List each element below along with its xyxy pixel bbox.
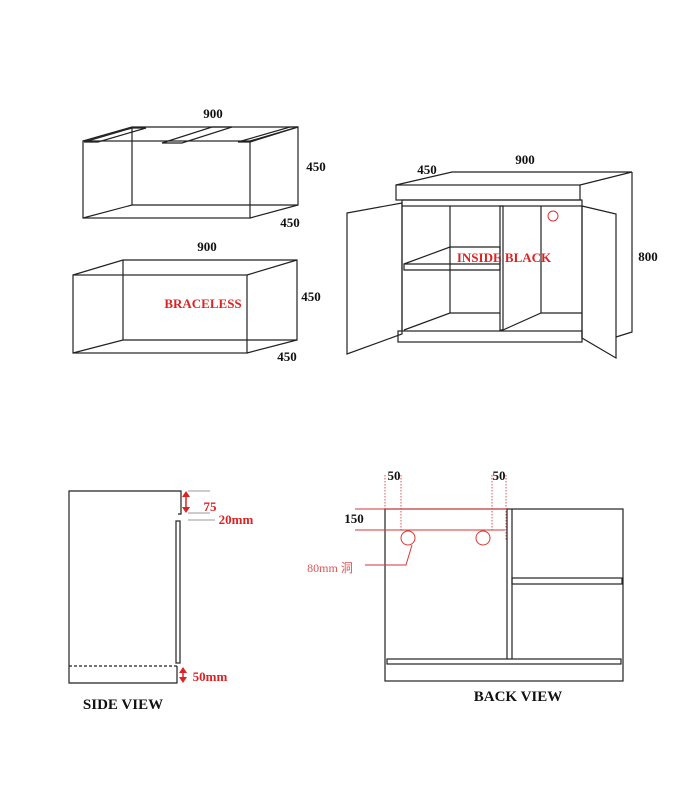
cabinet-depth-label: 450 <box>417 162 437 177</box>
braceless-depth-label: 450 <box>277 349 297 364</box>
inside-black-label: INSIDE BLACK <box>457 250 552 265</box>
braced-width-label: 900 <box>203 106 223 121</box>
cabinet-width-label: 900 <box>515 152 535 167</box>
back-dim-150: 150 <box>344 511 364 526</box>
back-view-title: BACK VIEW <box>474 689 563 705</box>
side-dim-75: 75 <box>204 499 218 514</box>
cabinet-drawing <box>346 171 633 360</box>
back-view-drawing <box>355 475 624 682</box>
side-view-drawing <box>68 490 215 684</box>
braceless-height-label: 450 <box>301 289 321 304</box>
hole-size-label: 80mm 洞 <box>307 561 353 575</box>
braced-height-label: 450 <box>306 159 326 174</box>
braced-tank-drawing <box>82 126 299 219</box>
side-dim-20mm: 20mm <box>219 512 254 527</box>
side-dim-50mm: 50mm <box>193 669 228 684</box>
back-dim-50-right: 50 <box>493 468 506 483</box>
cabinet-height-label: 800 <box>638 249 658 264</box>
braceless-tank-drawing <box>72 259 298 354</box>
side-view-title: SIDE VIEW <box>83 697 163 713</box>
back-dim-50-left: 50 <box>388 468 401 483</box>
braced-depth-label: 450 <box>280 215 300 230</box>
braceless-width-label: 900 <box>197 239 217 254</box>
braceless-label: BRACELESS <box>164 296 241 311</box>
